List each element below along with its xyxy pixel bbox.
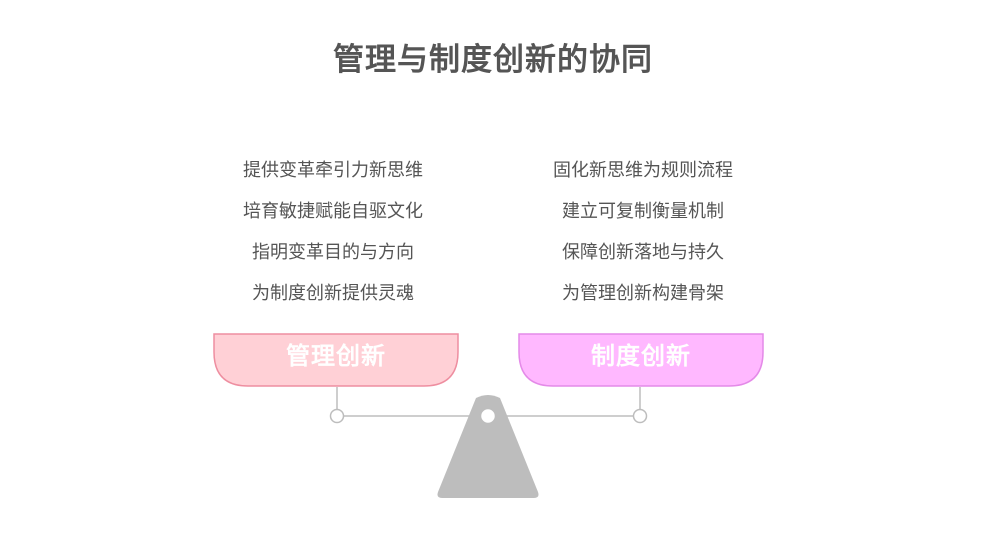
institutional-point: 为管理创新构建骨架 (562, 283, 724, 304)
institutional-point: 建立可复制衡量机制 (562, 201, 724, 222)
fulcrum-base (437, 395, 539, 498)
institutional-point: 保障创新落地与持久 (562, 242, 724, 263)
management-innovation-label: 管理创新 (286, 342, 386, 370)
management-point: 指明变革目的与方向 (252, 242, 414, 263)
left-joint (329, 408, 345, 424)
right-pan (518, 333, 764, 387)
institutional-point: 固化新思维为规则流程 (553, 160, 733, 181)
page-title: 管理与制度创新的协同 (333, 42, 653, 78)
management-point: 为制度创新提供灵魂 (252, 283, 414, 304)
pivot-joint (479, 407, 497, 425)
management-point: 提供变革牵引力新思维 (243, 160, 423, 181)
management-innovation-points: 提供变革牵引力新思维 培育敏捷赋能自驱文化 指明变革目的与方向 为制度创新提供灵… (183, 150, 483, 314)
left-pan (213, 333, 459, 387)
right-joint (632, 408, 648, 424)
institutional-innovation-points: 固化新思维为规则流程 建立可复制衡量机制 保障创新落地与持久 为管理创新构建骨架 (493, 150, 793, 314)
institutional-innovation-label: 制度创新 (591, 342, 691, 370)
management-point: 培育敏捷赋能自驱文化 (243, 201, 423, 222)
